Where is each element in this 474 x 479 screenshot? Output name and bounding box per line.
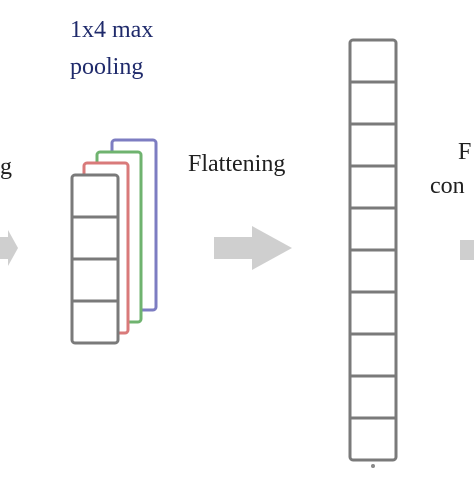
left-arrow-partial (0, 230, 18, 266)
right-partial-label-line-1: F (458, 139, 472, 165)
left-partial-label: g (0, 154, 12, 180)
right-partial-label-line-2: con (430, 173, 465, 199)
pooling-label-line-1: 1x4 max (70, 17, 154, 43)
flatten-arrow (214, 226, 292, 270)
flattening-label: Flattening (188, 151, 286, 177)
bottom-marker (371, 464, 375, 468)
flattened-vector (348, 38, 398, 462)
right-arrow-partial (460, 240, 474, 260)
pooled-feature-map-stack (70, 138, 158, 345)
pooling-label-line-2: pooling (70, 54, 144, 80)
